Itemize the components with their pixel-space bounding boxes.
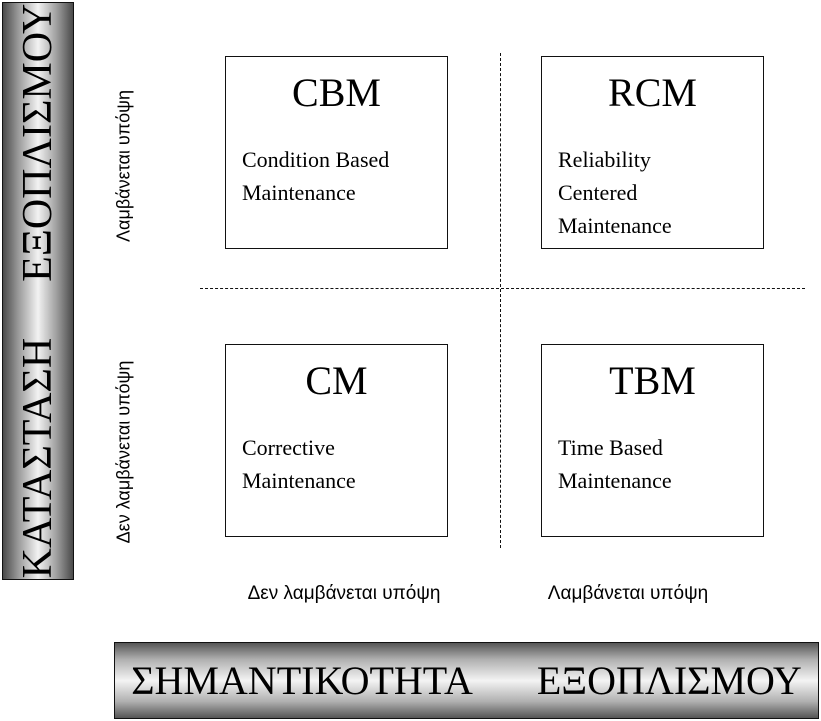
quadrant-cm: CM Corrective Maintenance [225, 344, 448, 537]
quadrant-description: Condition Based Maintenance [242, 147, 390, 205]
quadrant-abbr: CBM [292, 70, 381, 115]
quadrant-abbr: CM [305, 358, 368, 403]
row-label-bottom: Δεν λαμβάνεται υπόψη [113, 360, 134, 544]
quadrant-tbm: TBM Time Based Maintenance [541, 344, 764, 537]
quadrant-description: Reliability Centered Maintenance [558, 147, 672, 238]
vertical-axis-word-1: ΚΑΤΑΣΤΑΣΗ [15, 337, 61, 579]
vertical-axis-word-2: ΕΞΟΠΛΙΣΜΟΥ [15, 3, 61, 282]
quadrant-description: Time Based Maintenance [558, 435, 672, 493]
quadrant-abbr: TBM [609, 358, 696, 403]
horizontal-axis-word-2: ΕΞΟΠΛΙΣΜΟΥ [536, 658, 802, 703]
quadrant-abbr: RCM [608, 70, 697, 115]
quadrant-cbm: CBM Condition Based Maintenance [225, 56, 448, 249]
column-label-left: Δεν λαμβάνεται υπόψη [247, 583, 441, 604]
vertical-axis-bar: ΚΑΤΑΣΤΑΣΗ ΕΞΟΠΛΙΣΜΟΥ [2, 2, 74, 580]
horizontal-axis-word-1: ΣΗΜΑΝΤΙΚΟΤΗΤΑ [131, 658, 473, 703]
column-label-right: Λαμβάνεται υπόψη [547, 583, 709, 604]
horizontal-divider [200, 288, 805, 289]
row-label-top: Λαμβάνεται υπόψη [113, 90, 134, 242]
horizontal-axis-bar: ΣΗΜΑΝΤΙΚΟΤΗΤΑ ΕΞΟΠΛΙΣΜΟΥ [114, 642, 819, 719]
quadrant-rcm: RCM Reliability Centered Maintenance [541, 56, 764, 249]
vertical-divider [500, 53, 501, 548]
quadrant-description: Corrective Maintenance [242, 435, 356, 493]
vertical-axis-title: ΚΑΤΑΣΤΑΣΗ ΕΞΟΠΛΙΣΜΟΥ [14, 4, 62, 579]
